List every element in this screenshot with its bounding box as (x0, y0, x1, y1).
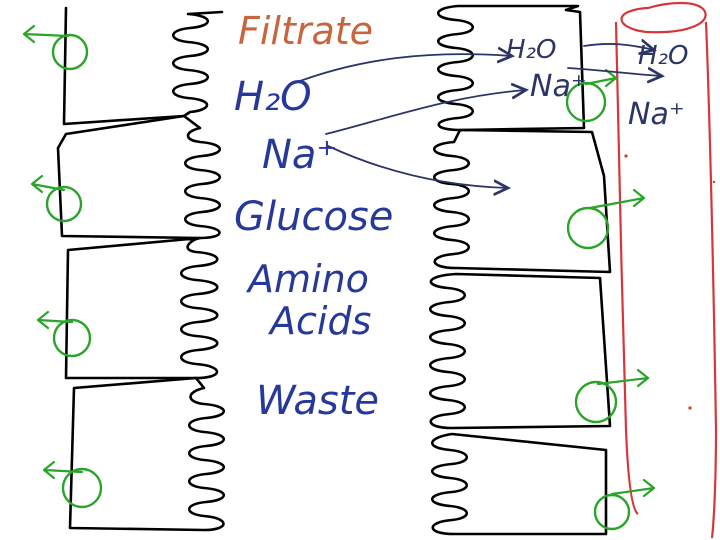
nucleus-icon (566, 206, 610, 250)
left-cell-1 (62, 6, 224, 126)
left-cell-4 (68, 376, 226, 532)
nucleus-icon (61, 467, 103, 509)
filtrate-item-glucose: Glucose (234, 194, 393, 240)
blood-sodium-label: Na⁺ (628, 97, 685, 132)
arrow-icon (42, 460, 84, 480)
nucleus-icon (52, 318, 92, 358)
filtrate-item-acids: Acids (267, 299, 371, 343)
right-cell-4 (430, 432, 608, 536)
nucleus-icon (593, 493, 631, 531)
cell-sodium-label: Na⁺ (530, 69, 587, 104)
capillary (614, 1, 718, 539)
arrow-icon (36, 310, 74, 330)
filtrate-item-waste: Waste (256, 378, 379, 424)
arrow-icon (588, 188, 646, 210)
sodium-to-cell-arrow (325, 90, 526, 135)
filtrate-title: Filtrate (238, 9, 373, 53)
sodium-to-cell-2-arrow (327, 145, 508, 188)
arrow-icon (30, 174, 66, 194)
nucleus-icon (51, 33, 89, 71)
blood-water-label: H₂O (638, 41, 688, 71)
right-cell-2 (432, 128, 612, 274)
filtrate-item-amino: Amino (245, 257, 369, 301)
left-cell-3 (64, 236, 219, 380)
arrow-icon (610, 478, 656, 498)
left-cell-2 (56, 114, 222, 240)
right-cell-1 (436, 4, 586, 132)
filtrate-item-sodium: Na⁺ (262, 132, 338, 178)
filtrate-item-water: H₂O (234, 74, 312, 120)
water-to-cell-arrow (291, 54, 512, 85)
right-cell-3 (428, 272, 612, 430)
arrow-icon (596, 368, 650, 388)
cell-water-label: H₂O (506, 35, 556, 65)
water-to-blood-arrow (583, 44, 654, 50)
nucleus-icon (574, 380, 618, 424)
nucleus-icon (45, 185, 83, 223)
sodium-to-blood-arrow (567, 68, 662, 76)
arrow-icon (584, 68, 618, 88)
arrow-icon (22, 24, 70, 44)
